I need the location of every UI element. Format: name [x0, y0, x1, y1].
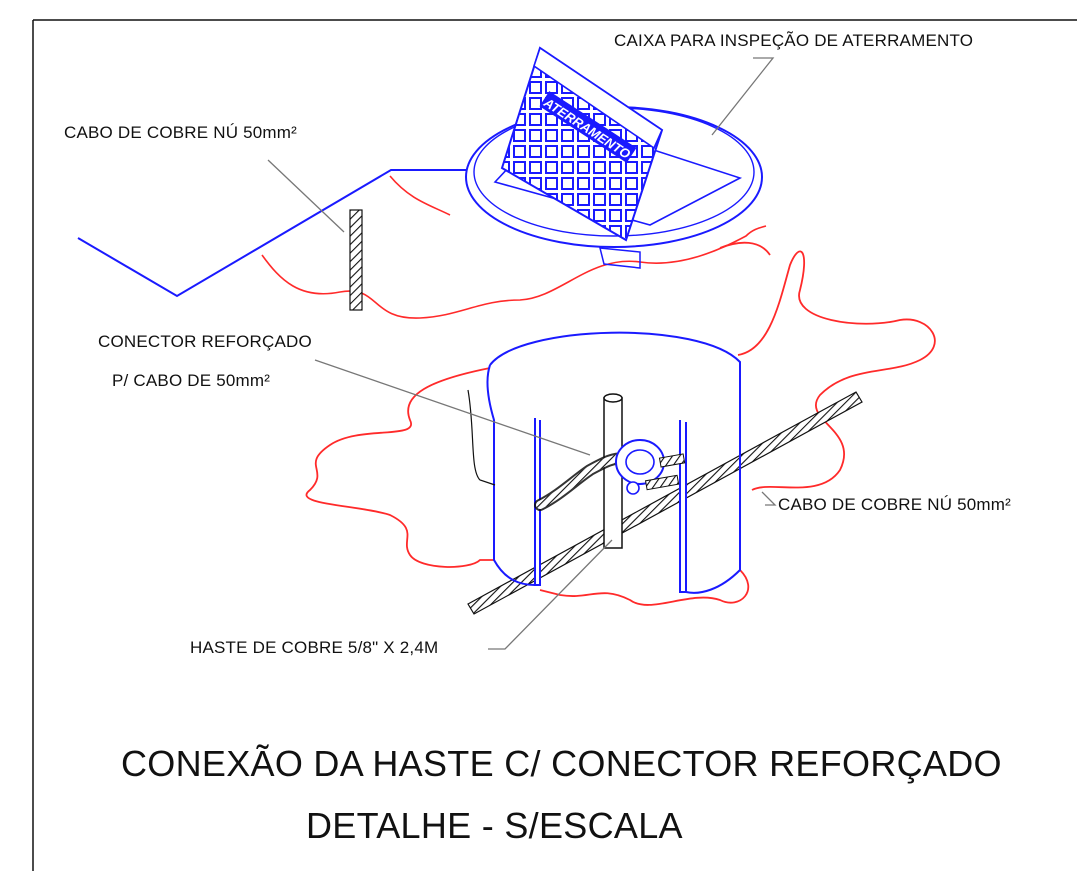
label-conector-line2: P/ CABO DE 50mm² [112, 371, 271, 390]
label-caixa: CAIXA PARA INSPEÇÃO DE ATERRAMENTO [614, 31, 974, 50]
box-lid-edge [533, 46, 664, 150]
top-soil-cut-2 [389, 175, 451, 216]
main-soil-cut-top [719, 241, 771, 256]
top-rod [349, 209, 363, 311]
leader-lines [267, 57, 777, 650]
ground-rod-top [603, 393, 623, 403]
reinforced-connector [615, 439, 686, 495]
box-base [599, 247, 641, 269]
box-lid-label-strip [539, 91, 637, 163]
label-conector-line1: CONECTOR REFORÇADO [98, 332, 312, 351]
top-cable-outline [77, 169, 466, 298]
top-soil-cut [261, 225, 767, 319]
label-cabo-right: CABO DE COBRE NÚ 50mm² [778, 495, 1011, 514]
drawing-title: CONEXÃO DA HASTE C/ CONECTOR REFORÇADO [121, 743, 1002, 784]
drawing-subtitle: DETALHE - S/ESCALA [306, 805, 683, 846]
main-soil-cut [305, 250, 936, 606]
connector-cable-inner [536, 454, 629, 509]
inspection-box: ATERRAMENTO [465, 46, 763, 269]
main-cable [467, 391, 863, 615]
label-cabo-top: CABO DE COBRE NÚ 50mm² [64, 123, 297, 142]
label-haste: HASTE DE COBRE 5/8" X 2,4M [190, 638, 439, 657]
